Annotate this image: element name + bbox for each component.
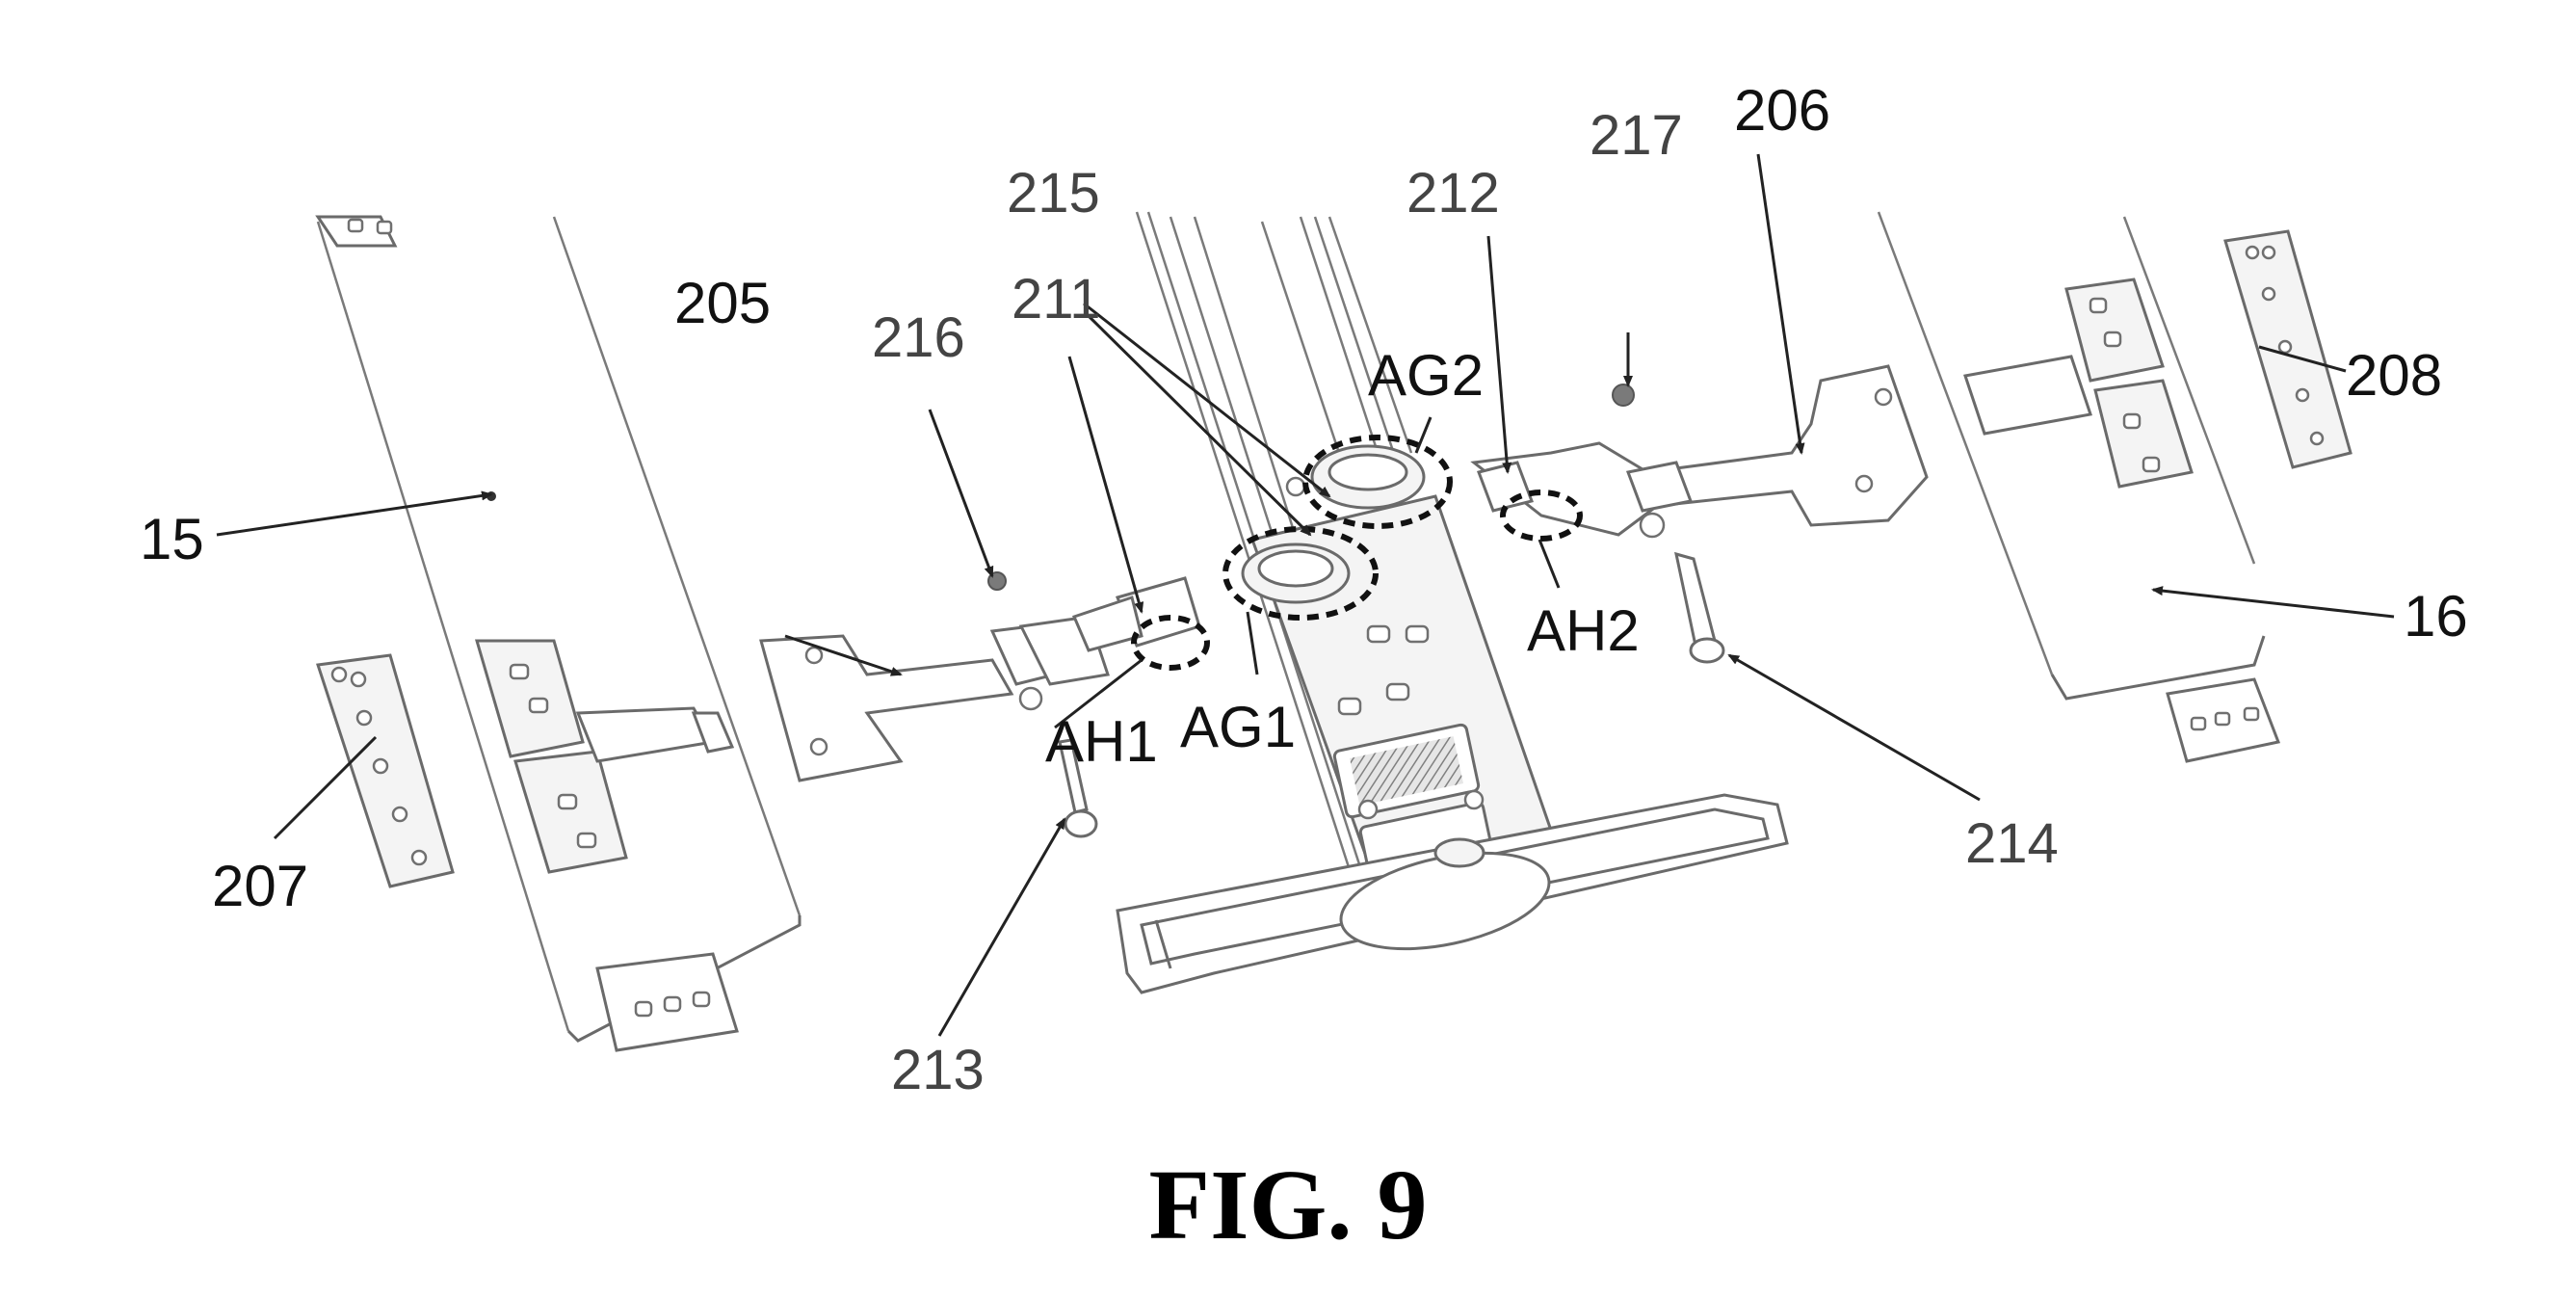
label-211: 211 [1012, 268, 1100, 331]
label-206: 206 [1734, 78, 1830, 143]
plate-208 [2223, 229, 2353, 469]
plate-207 [316, 653, 455, 888]
central-assembly [1116, 211, 1789, 994]
ag1-highlight [1222, 526, 1379, 621]
support-plate-16 [1877, 211, 2281, 763]
label-ag2: AG2 [1368, 343, 1484, 408]
label-212: 212 [1406, 162, 1500, 225]
label-215: 215 [1007, 162, 1100, 225]
connecting-rod-205 [759, 571, 1201, 782]
figure-caption: FIG. 9 [1149, 1150, 1428, 1260]
label-207: 207 [212, 854, 308, 918]
leader-lines [216, 153, 2395, 1037]
connecting-rod-206 [1470, 364, 1929, 664]
label-ah1: AH1 [1045, 709, 1158, 774]
label-208: 208 [2346, 343, 2442, 408]
ag2-highlight [1302, 435, 1453, 529]
label-216: 216 [872, 306, 965, 369]
label-213: 213 [891, 1039, 985, 1101]
label-205: 205 [674, 271, 771, 335]
label-ag1: AG1 [1180, 695, 1296, 759]
support-plate-15 [315, 215, 802, 1052]
label-15: 15 [140, 507, 204, 571]
label-ah2: AH2 [1527, 598, 1640, 663]
ah2-highlight [1500, 490, 1583, 542]
label-214: 214 [1965, 812, 2059, 875]
label-217: 217 [1590, 104, 1683, 167]
ah1-highlight [1131, 615, 1210, 671]
label-16: 16 [2404, 584, 2468, 648]
